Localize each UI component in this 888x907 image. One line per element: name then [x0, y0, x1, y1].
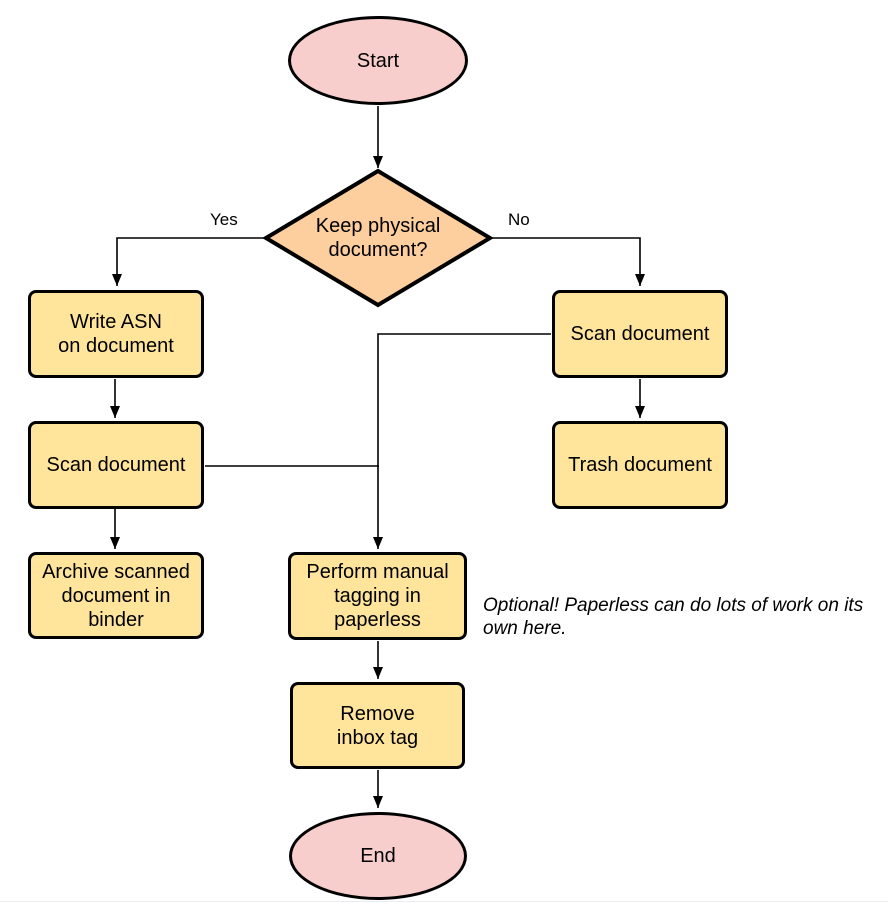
node-end-label: End — [360, 845, 396, 867]
node-scan-document-left: Scan document — [28, 421, 204, 509]
optional-annotation: Optional! Paperless can do lots of work … — [483, 595, 864, 639]
edge-label-yes: Yes — [210, 210, 238, 229]
node-manual-tagging: Perform manual tagging in paperless — [288, 552, 467, 640]
decision-question-text: Keep physical document? — [315, 215, 441, 261]
node-scan-right-label: Scan document — [570, 323, 710, 345]
edge-label-no: No — [508, 210, 530, 229]
bottom-divider-line — [0, 901, 888, 902]
edge-scan-right-to-tagging — [373, 333, 551, 549]
node-end: End — [289, 812, 467, 900]
node-archive-binder: Archive scanned document in binder — [28, 552, 204, 639]
node-tagging-label: Perform manual tagging in paperless — [306, 561, 449, 631]
node-write-asn: Write ASN on document — [28, 290, 204, 378]
node-trash-document: Trash document — [552, 421, 728, 509]
node-remove-inbox-tag: Remove inbox tag — [290, 682, 465, 769]
node-remove-inbox-label: Remove inbox tag — [336, 702, 419, 749]
node-scan-left-label: Scan document — [46, 454, 186, 476]
node-start: Start — [288, 16, 468, 105]
decision-diamond — [262, 168, 494, 308]
node-scan-document-right: Scan document — [552, 290, 728, 378]
node-write-asn-label: Write ASN on document — [58, 311, 174, 357]
node-start-label: Start — [356, 49, 400, 72]
edge-decision-yes-to-write-asn — [112, 237, 266, 286]
node-decision-label: Keep physical document? — [278, 212, 478, 264]
edge-decision-no-to-scan-right — [490, 237, 645, 286]
node-trash-label: Trash document — [568, 454, 712, 476]
node-archive-label: Archive scanned document in binder — [42, 560, 190, 631]
